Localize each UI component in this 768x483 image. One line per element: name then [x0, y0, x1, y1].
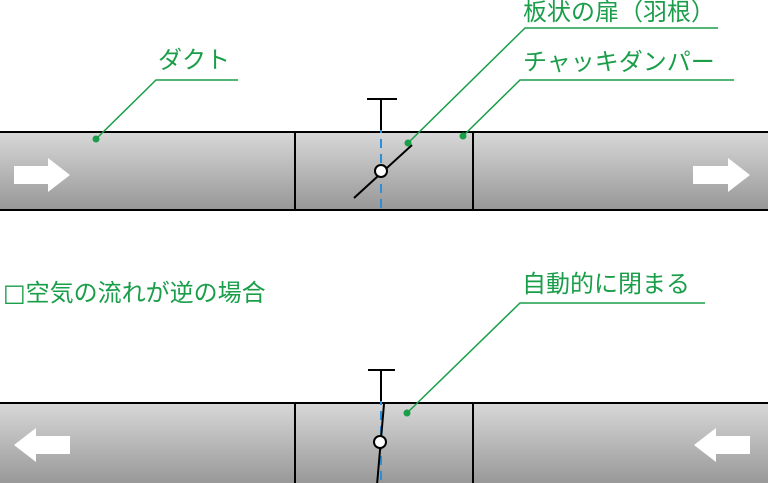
auto-close-leader-line — [406, 302, 705, 414]
auto-close-leader-dot — [403, 409, 411, 417]
damper-leader-line — [462, 79, 734, 137]
arrow-right-icon — [14, 158, 70, 192]
duct-label: ダクト — [158, 46, 230, 74]
damper-label: チャッキダンパー — [523, 48, 715, 76]
blade-label: 板状の扉（羽根） — [523, 0, 715, 26]
damper-pivot — [374, 164, 388, 178]
duct-normal-flow — [0, 98, 768, 212]
leader-lines-top — [95, 27, 734, 144]
damper-leader-dot — [459, 132, 467, 140]
blade-leader-line — [407, 27, 718, 144]
damper-handle-icon — [368, 369, 395, 401]
arrow-right-icon — [693, 158, 750, 192]
duct-leader-dot — [92, 135, 100, 143]
duct-leader-line — [95, 79, 238, 140]
auto-close-label: 自動的に閉まる — [522, 270, 690, 298]
arrow-left-icon — [14, 428, 70, 462]
damper-pivot — [373, 435, 387, 449]
blade-leader-dot — [404, 139, 412, 147]
duct-reverse-flow — [0, 369, 768, 483]
arrow-left-icon — [694, 428, 750, 462]
damper-handle-icon — [367, 98, 397, 130]
reverse-flow-heading: □空気の流れが逆の場合 — [3, 279, 266, 307]
